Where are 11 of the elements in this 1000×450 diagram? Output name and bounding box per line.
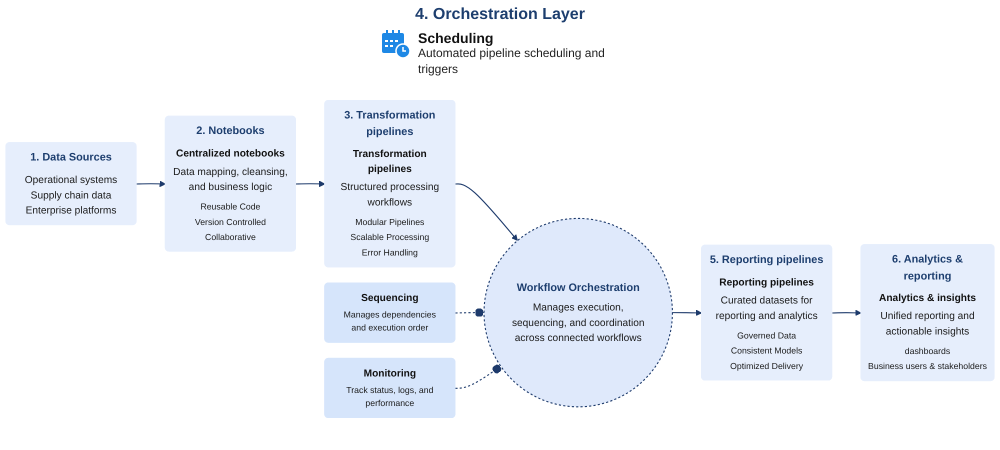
item-description: Automated pipeline scheduling and triggers [418,46,606,78]
item-title: Scheduling [418,30,494,46]
arrow [136,180,166,188]
arrow [455,183,518,241]
connector [455,308,484,317]
connector [455,364,502,389]
arrow [832,310,862,316]
arrow [672,310,702,316]
section-heading: 4. Orchestration Layer [415,6,585,24]
arrow [296,180,326,188]
node-circle: Workflow Orchestration Manages execution, sequencing, and coordination across connected workflows [483,218,673,408]
